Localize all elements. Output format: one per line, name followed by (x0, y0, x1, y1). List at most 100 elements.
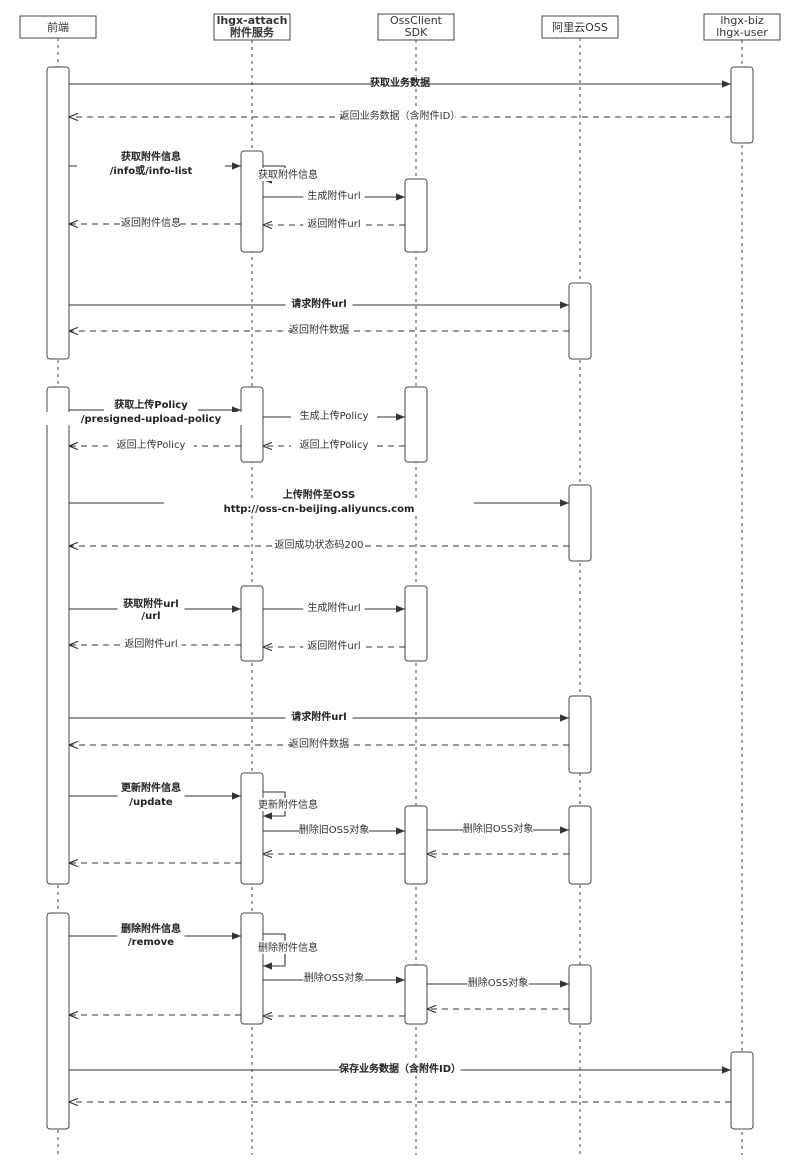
participant-box (377, 13, 455, 41)
message-label-bg (120, 637, 182, 650)
message: 返回附件信息 (69, 216, 241, 229)
message-label: 返回附件数据 (289, 737, 349, 750)
activation-bars (46, 66, 754, 1130)
activation-bar-sdk (404, 805, 428, 885)
message-label-bg (261, 798, 315, 811)
message-label: http://oss-cn-beijing.aliyuncs.com (224, 504, 415, 515)
message: 获取附件信息 (258, 165, 318, 184)
message: 返回附件url (69, 637, 241, 650)
message-label: 删除OSS对象 (468, 976, 529, 989)
message-label: /update (129, 797, 173, 808)
participant-label: SDK (405, 26, 428, 39)
message-label-bg (261, 168, 315, 181)
message: 返回附件数据 (69, 737, 569, 750)
participant-box (703, 13, 781, 41)
message-label-bg (292, 323, 346, 336)
message-label-bg (339, 1062, 461, 1075)
message-label: 获取附件信息 (120, 150, 181, 163)
message-label: 更新附件信息 (121, 781, 181, 794)
message-label-bg (104, 398, 198, 411)
activation-bar-oss (568, 484, 592, 562)
message-label: /presigned-upload-policy (81, 414, 222, 425)
message-label: 返回业务数据（含附件ID） (340, 109, 461, 122)
participant-box (213, 13, 291, 41)
message-label: 生成附件url (307, 601, 360, 614)
activation-bar-oss (568, 805, 592, 885)
participant-fe: 前端 (19, 15, 97, 39)
message-label: 上传附件至OSS (283, 488, 355, 501)
message-label-bg (467, 976, 529, 989)
message: 删除附件信息/remove (69, 922, 241, 948)
activation-bar-attach (240, 585, 264, 662)
message-label: 获取上传Policy (113, 398, 188, 411)
message-label-bg (122, 781, 180, 794)
message-label: 更新附件信息 (258, 798, 318, 811)
activation-bar-sdk (404, 386, 428, 463)
message-label: /url (141, 611, 160, 622)
message: 返回附件数据 (69, 323, 569, 336)
message: 获取附件信息/info或/info-list (69, 150, 241, 177)
message-label: 返回附件数据 (289, 323, 349, 336)
participant-box (19, 15, 97, 39)
participant-label: 阿里云OSS (552, 21, 608, 34)
message: 更新附件信息 (258, 791, 318, 820)
message-label: 删除旧OSS对象 (463, 822, 534, 835)
message: 删除旧OSS对象 (263, 823, 405, 836)
message-label: 删除附件信息 (258, 941, 318, 954)
activation-bar-oss (568, 964, 592, 1025)
message-label: 返回附件信息 (121, 216, 181, 229)
activation-bar-fe (46, 66, 70, 360)
activation-bar-oss (568, 282, 592, 360)
activation-bar-fe (46, 912, 70, 1130)
message-label: 返回上传Policy (117, 439, 186, 451)
activation-bar-attach (240, 912, 264, 1025)
message-label-bg (344, 109, 456, 122)
message-label-bg (292, 737, 346, 750)
message: 请求附件url (69, 297, 569, 310)
message: 返回业务数据（含附件ID） (69, 109, 731, 122)
message-label: 返回附件url (307, 639, 360, 652)
message-label-bg (117, 935, 185, 948)
participant-oss: 阿里云OSS (541, 15, 619, 39)
message: 获取上传Policy/presigned-upload-policy (41, 398, 261, 425)
message-label: 请求附件url (291, 710, 346, 723)
message-label: 返回上传Policy (300, 439, 369, 451)
message-label-bg (117, 597, 185, 610)
activation-bar-attach (240, 772, 264, 885)
message-label: 返回附件url (307, 217, 360, 230)
message-label-bg (291, 438, 377, 451)
message-label-bg (122, 922, 180, 935)
participant-label: lhgx-user (716, 26, 768, 39)
message-label: 返回附件url (124, 637, 177, 650)
message: 上传附件至OSS http://oss-cn-beijing.aliyuncs.c… (69, 488, 569, 515)
message-label: 获取附件url (122, 597, 178, 610)
activation-bar-attach (240, 150, 264, 253)
message-label-bg (303, 971, 365, 984)
message-label: 删除OSS对象 (304, 971, 365, 984)
activation-bar-biz (730, 1051, 754, 1130)
message-label: 删除旧OSS对象 (299, 823, 370, 836)
message: 请求附件url (69, 710, 569, 723)
message-label: 获取附件信息 (258, 168, 318, 181)
participant-box (541, 15, 619, 39)
message-label-bg (41, 412, 261, 425)
message: 删除旧OSS对象 (427, 822, 569, 835)
message-label-bg (463, 822, 533, 835)
message-label: 生成附件url (307, 189, 360, 202)
message-label-bg (371, 76, 429, 89)
message-label-bg (281, 488, 357, 501)
message-label-bg (117, 795, 185, 808)
message-label-bg (303, 217, 365, 230)
activation-bar-oss (568, 695, 592, 774)
message-label-bg (131, 609, 171, 622)
message: 获取业务数据 (69, 76, 731, 89)
activation-bar-fe (46, 386, 70, 885)
message-label-bg (122, 150, 180, 163)
participant-label: 附件服务 (230, 25, 275, 39)
message: 删除附件信息 (258, 933, 318, 970)
message-label-bg (164, 502, 474, 515)
message: 返回附件url (263, 639, 405, 652)
